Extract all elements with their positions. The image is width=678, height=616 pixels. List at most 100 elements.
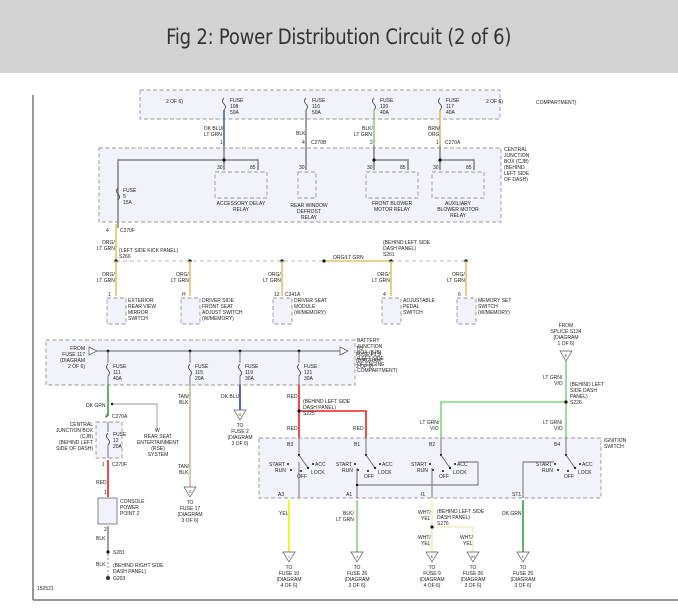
ground-icon bbox=[106, 576, 110, 580]
relay-box bbox=[365, 171, 419, 199]
contact-dot bbox=[432, 469, 434, 471]
pin-label: 1 bbox=[436, 140, 439, 146]
fuse-icon bbox=[438, 97, 442, 111]
rse-label: (RSE) bbox=[151, 446, 165, 452]
cjb-label-line: CENTRAL bbox=[70, 422, 94, 428]
relay-accessory-delay: 30 85 ACCESSORY DELAY RELAY bbox=[214, 165, 268, 213]
fuse-label: FUSE bbox=[312, 98, 326, 104]
to-label: 3 OF 6) bbox=[232, 441, 249, 447]
position-label: START bbox=[336, 462, 352, 468]
contact-dot bbox=[312, 463, 314, 465]
device-label: (W/MEMORY) bbox=[202, 316, 234, 322]
fuse-label: FUSE bbox=[195, 364, 209, 370]
splice-location: PANEL) bbox=[570, 394, 588, 400]
internal-wire bbox=[117, 159, 224, 228]
pin-label: B2 bbox=[429, 442, 435, 448]
pin-label: B3 bbox=[287, 442, 293, 448]
splice-dot bbox=[430, 525, 434, 529]
contact-dot bbox=[429, 463, 431, 465]
device-label: POWER bbox=[120, 505, 139, 511]
fuse-icon bbox=[304, 97, 308, 111]
device-label: (W/MEMORY) bbox=[478, 310, 510, 316]
wire-label: ORG/ bbox=[102, 240, 115, 246]
device-label: PEDAL bbox=[403, 304, 420, 310]
fuse-label: FUSE bbox=[113, 364, 127, 370]
wire-label: ORG/ bbox=[268, 272, 281, 278]
fuse-amps: 40A bbox=[113, 376, 123, 382]
position-label: OFF bbox=[564, 474, 574, 480]
device-label: MIRROR bbox=[128, 310, 149, 316]
splice-location: DASH PANEL) bbox=[437, 515, 470, 521]
bjb-label-line: COMPARTMENT) bbox=[357, 368, 398, 374]
fuse-num: 5 bbox=[123, 194, 126, 200]
device-label: REAR VIEW bbox=[128, 304, 156, 310]
switch-blade bbox=[565, 454, 576, 469]
contact-dot bbox=[448, 466, 452, 470]
position-label: LOCK bbox=[453, 470, 467, 476]
wire-label: BRN/ bbox=[428, 126, 441, 132]
to-label: (DIAGRAM bbox=[420, 577, 445, 583]
wire-label: BLK bbox=[296, 131, 306, 137]
cjb-label-line: (CJB) bbox=[80, 434, 93, 440]
ignition-switch-box bbox=[258, 437, 602, 499]
relay-front-blower-motor: 30 85 FRONT BLOWER MOTOR RELAY bbox=[365, 165, 419, 213]
position-label: LOCK bbox=[311, 470, 325, 476]
ignition-label: IGNITION bbox=[604, 438, 627, 444]
from-label: (DIAGRAM bbox=[60, 358, 85, 364]
wire-label: YEL bbox=[421, 541, 431, 547]
wire-label: WHT/ bbox=[418, 535, 431, 541]
device-box bbox=[106, 297, 127, 325]
wire-label: LT GRN bbox=[447, 278, 465, 284]
relay-box bbox=[297, 171, 317, 199]
contact-dot bbox=[357, 469, 359, 471]
connector-label: C270F bbox=[112, 462, 127, 468]
fuse-amps: 50A bbox=[312, 110, 322, 116]
ignition-label: SWITCH bbox=[604, 444, 624, 450]
wire-label: VIO bbox=[430, 426, 439, 432]
wire-label: LT GRN/ bbox=[543, 420, 563, 426]
connector-arrow-icon bbox=[183, 486, 197, 498]
to-label: (DIAGRAM bbox=[277, 577, 302, 583]
device-label: DRIVER SIDE bbox=[202, 298, 235, 304]
relay-name: REAR WINDOW bbox=[290, 203, 328, 209]
from-label: FROM bbox=[70, 346, 85, 352]
rse-label: REAR SEAT bbox=[144, 434, 172, 440]
bjb-label: BATTERY JUNCTION BOX (BJB) (LEFT SIDE OF… bbox=[357, 338, 398, 374]
wire-label: RED bbox=[287, 394, 298, 400]
splice-label: S266 bbox=[119, 254, 131, 260]
to-label: (DIAGRAM bbox=[356, 358, 381, 364]
cjb-label-line: SIDE OF DASH) bbox=[56, 446, 93, 452]
internal-wire bbox=[522, 461, 554, 498]
contact-dot bbox=[567, 470, 569, 472]
figure-title: Fig 2: Power Distribution Circuit (2 of … bbox=[166, 24, 512, 49]
fuse-num: 108 bbox=[230, 104, 239, 110]
fuse-num: 116 bbox=[312, 104, 320, 110]
relay-box bbox=[214, 171, 268, 199]
connector-label: C341A bbox=[285, 292, 301, 298]
contact-dot bbox=[367, 470, 369, 472]
device-box bbox=[456, 297, 477, 325]
rse-label: SYSTEM bbox=[148, 452, 169, 458]
figure-header: Fig 2: Power Distribution Circuit (2 of … bbox=[0, 0, 678, 73]
to-label: TO bbox=[354, 565, 361, 571]
fuse-amps: 15A bbox=[123, 200, 133, 206]
fuse-amps: 20A bbox=[195, 376, 205, 382]
pin-label: 30 bbox=[299, 165, 305, 171]
contact-dot bbox=[557, 469, 559, 471]
wire-label: BLK bbox=[96, 536, 106, 542]
wire-label: YEL bbox=[279, 511, 289, 517]
cjb-label-line: LEFT SIDE bbox=[504, 171, 530, 177]
cjb-label-line: CENTRAL bbox=[504, 147, 528, 153]
splice-location: (BEHIND LEFT SIDE bbox=[383, 240, 431, 246]
fuse-icon bbox=[116, 187, 120, 201]
relay-name: RELAY bbox=[301, 215, 318, 221]
splice-label: S226 bbox=[570, 400, 582, 406]
to-label: TO bbox=[429, 565, 436, 571]
ground-label: G203 bbox=[113, 576, 125, 582]
